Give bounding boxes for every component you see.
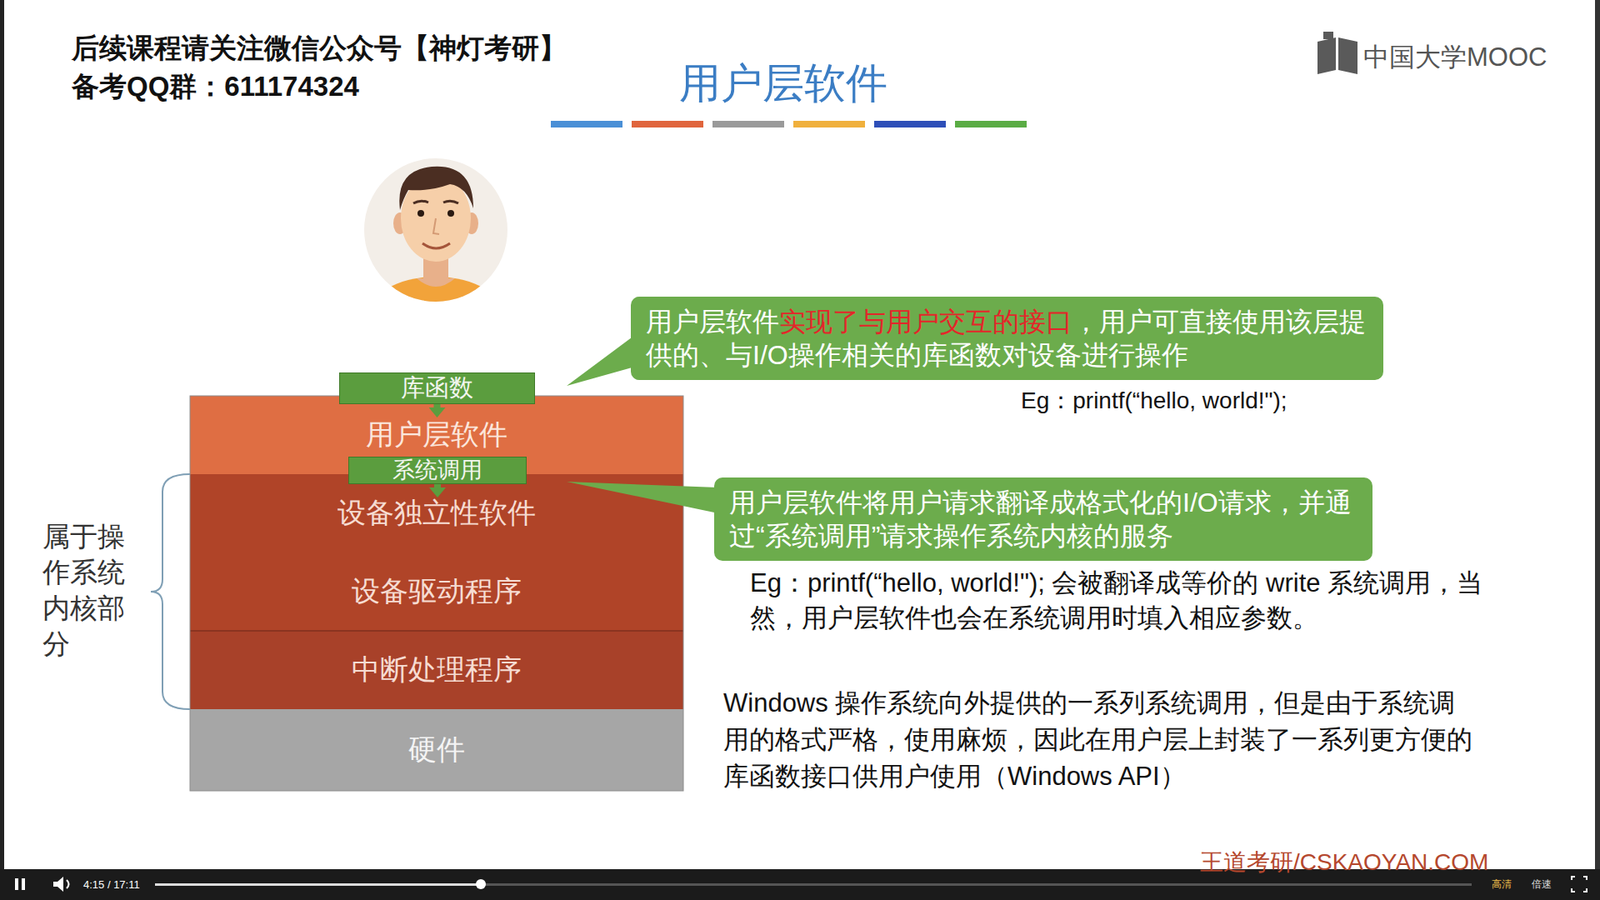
- channel-note: 后续课程请关注微信公众号【神灯考研】: [71, 30, 567, 68]
- stack-fill: [190, 630, 684, 632]
- video-control-bar: [15, 878, 19, 890]
- hardware-box: 硬件: [190, 709, 684, 791]
- mooc-logo-icon: [1338, 37, 1358, 75]
- avatar-illustration: [443, 200, 459, 204]
- video-control-bar: [21, 878, 25, 890]
- video-control-bar: [53, 876, 64, 892]
- callout-tail: [566, 481, 719, 514]
- video-control-bar: [66, 880, 70, 889]
- title-color-bars: [793, 120, 865, 128]
- video-time: 4:15 / 17:11: [83, 878, 140, 891]
- box-text: 用户层软件: [365, 418, 508, 451]
- avatar-illustration: [447, 210, 455, 217]
- speed-button: 倍速: [1531, 878, 1552, 891]
- video-control-bar: [475, 879, 486, 890]
- callout-text: 用户层软件将用户请求翻译成格式化的I/O请求，并通过“系统调用”请求操作系统内核…: [729, 485, 1358, 553]
- avatar-illustration: [364, 158, 508, 302]
- example-note: Eg：printf(“hello, world!"); 会被翻译成等价的 wri…: [750, 565, 1509, 636]
- avatar-illustration: [416, 278, 455, 287]
- box-text: 系统调用: [392, 457, 483, 484]
- stack-fill: [190, 395, 684, 791]
- layer-box: 中断处理程序: [190, 630, 684, 710]
- kernel-bracket: [150, 474, 190, 710]
- layer-box: 设备驱动程序: [190, 552, 684, 631]
- avatar-illustration: [364, 158, 508, 360]
- stack-fill: [190, 709, 684, 791]
- flow-arrow: [434, 404, 441, 410]
- flow-arrow: [434, 484, 441, 490]
- avatar-illustration: [433, 218, 440, 235]
- mooc-logo-icon: [1323, 31, 1334, 40]
- video-control-bar: [1571, 876, 1587, 892]
- callout-text: 用户层软件实现了与用户交互的接口，用户可直接使用该层提供的、与I/O操作相关的库…: [645, 305, 1369, 372]
- box-text: 设备独立性软件: [337, 496, 536, 530]
- frame-edge: [0, 0, 5, 900]
- syscall-tab: 系统调用: [348, 456, 527, 485]
- callout-tail: [566, 335, 635, 386]
- avatar-illustration: [413, 200, 429, 204]
- callout-box: 用户层软件将用户请求翻译成格式化的I/O请求，并通过“系统调用”请求操作系统内核…: [714, 477, 1373, 561]
- windows-note: Windows 操作系统向外提供的一系列系统调用，但是由于系统调用的格式严格，使…: [723, 685, 1478, 795]
- mooc-logo-text: 中国大学MOOC: [1363, 40, 1547, 75]
- avatar-illustration: [399, 166, 474, 210]
- video-control-bar: [155, 883, 481, 886]
- kernel-bracket: [150, 474, 190, 710]
- stack-fill: [190, 630, 684, 710]
- example-code: Eg：printf(“hello, world!");: [1020, 386, 1288, 415]
- mooc-logo-icon: [1317, 31, 1358, 75]
- watermark: 王道考研/CSKAOYAN.COM: [1200, 850, 1489, 875]
- avatar-illustration: [365, 276, 506, 360]
- avatar-illustration: [417, 210, 425, 217]
- video-control-bar: [155, 883, 1472, 886]
- title-color-bars: [631, 120, 704, 128]
- stack-fill: [190, 395, 684, 791]
- title-color-bars: [550, 120, 623, 128]
- box-text: 库函数: [400, 374, 474, 402]
- library-tab: 库函数: [339, 372, 535, 405]
- quality-button: 高清: [1491, 878, 1512, 891]
- layer-box: 设备独立性软件: [190, 474, 684, 553]
- qq-group-note: 备考QQ群：611174324: [71, 68, 360, 106]
- callout-text-part: 用户层软件将用户请求翻译成格式化的I/O请求，并通过“系统调用”请求操作系统内核…: [729, 487, 1352, 551]
- stack-fill: [190, 474, 684, 631]
- callout-text-part: 用户层软件: [645, 306, 780, 337]
- title-color-bars: [550, 120, 1027, 128]
- callout-text-part: 实现了与用户交互的接口: [779, 306, 1073, 337]
- callout-box: 用户层软件实现了与用户交互的接口，用户可直接使用该层提供的、与I/O操作相关的库…: [630, 296, 1384, 380]
- title-color-bars: [955, 120, 1027, 128]
- avatar-illustration: [365, 166, 506, 360]
- frame-edge: [1595, 0, 1600, 900]
- slide-title: 用户层软件: [533, 58, 1034, 109]
- box-text: 硬件: [408, 733, 465, 766]
- kernel-note: 属于操作系统内核部分: [42, 518, 136, 662]
- box-text: 设备驱动程序: [351, 575, 522, 608]
- avatar-illustration: [422, 243, 450, 249]
- title-color-bars: [712, 120, 785, 128]
- box-text: 中断处理程序: [351, 653, 522, 686]
- mooc-logo-icon: [1317, 37, 1336, 75]
- title-color-bars: [874, 120, 946, 128]
